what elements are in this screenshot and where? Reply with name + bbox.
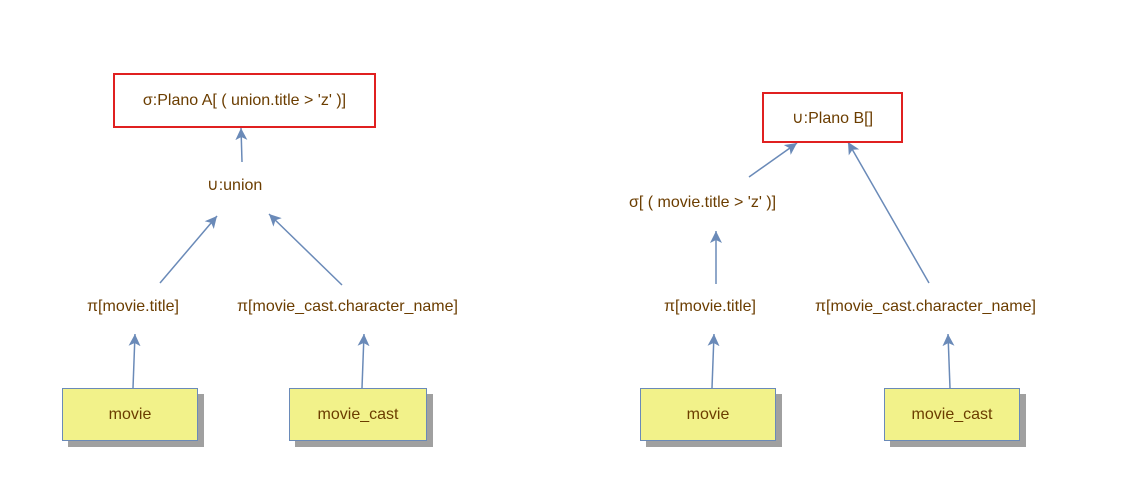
plan-a-root-node[interactable]: σ:Plano A[ ( union.title > 'z' )] xyxy=(113,73,376,128)
plan-b-select-node[interactable]: σ[ ( movie.title > 'z' )] xyxy=(629,194,777,211)
plan-b-leaf-left-label: movie xyxy=(686,405,730,423)
edge-a-proj-left-to-union xyxy=(159,215,218,284)
edge-a-leaf-left-to-proj xyxy=(128,333,141,389)
plan-a-leaf-left-label: movie xyxy=(108,405,152,423)
plan-b-leaf-left-node[interactable]: movie xyxy=(640,388,776,441)
plan-a-leaf-right-node[interactable]: movie_cast xyxy=(289,388,427,441)
edge-b-select-to-root xyxy=(748,142,798,178)
plan-b-root-label: ∪:Plano B[] xyxy=(791,109,874,127)
plan-a-leaf-left-node[interactable]: movie xyxy=(62,388,198,441)
edge-a-union-to-root xyxy=(235,127,248,163)
plan-b-leaf-right-node[interactable]: movie_cast xyxy=(884,388,1020,441)
plan-a-proj-left-node[interactable]: π[movie.title] xyxy=(87,298,179,315)
plan-b-leaf-right-label: movie_cast xyxy=(911,405,993,423)
plan-a-leaf-right-label: movie_cast xyxy=(317,405,399,423)
edge-b-leaf-left-to-proj xyxy=(707,333,720,389)
plan-a-root-label: σ:Plano A[ ( union.title > 'z' )] xyxy=(142,91,347,109)
edge-b-proj-right-to-root xyxy=(847,141,930,284)
plan-a-proj-right-node[interactable]: π[movie_cast.character_name] xyxy=(237,298,458,315)
edge-a-leaf-right-to-proj xyxy=(357,333,370,389)
plan-b-proj-right-node[interactable]: π[movie_cast.character_name] xyxy=(815,298,1036,315)
plan-b-proj-left-node[interactable]: π[movie.title] xyxy=(664,298,756,315)
plan-a-union-node[interactable]: ∪:union xyxy=(207,177,263,194)
plan-b-root-node[interactable]: ∪:Plano B[] xyxy=(762,92,903,143)
edge-a-proj-right-to-union xyxy=(268,213,343,286)
edge-b-leaf-right-to-proj xyxy=(942,333,955,389)
